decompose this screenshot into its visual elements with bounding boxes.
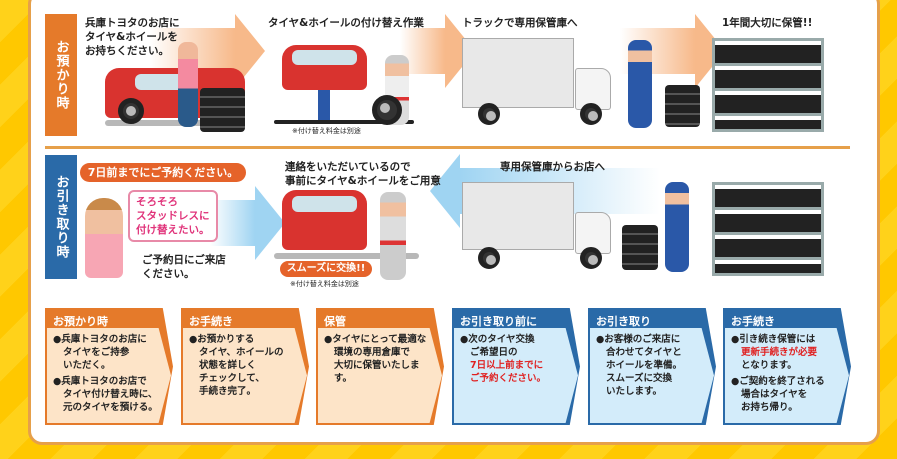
info-box-storage: 保管 ●タイヤにとって最適な 環境の専用倉庫で 大切に保管いたします。	[316, 308, 444, 425]
box-title: 保管	[324, 315, 346, 328]
box-item: ●兵庫トヨタのお店に タイヤをご持参 いただく。	[53, 334, 147, 371]
info-box-renewal: お手続き ●引き続き保管には更新手続きが必要となります。 ●ご契約を終了される 場…	[723, 308, 851, 425]
speech-bubble: そろそろ スタッドレスに 付け替えたい。	[128, 190, 218, 242]
wheel-icon	[580, 103, 602, 125]
tire-rack-illustration	[712, 182, 824, 276]
box-title: お引き取り	[596, 315, 651, 328]
tire-cart-illustration	[665, 85, 700, 127]
truck-illustration	[462, 38, 574, 108]
box-title: お引き取り前に	[460, 315, 537, 328]
info-box-dropoff: お預かり時 ●兵庫トヨタのお店に タイヤをご持参 いただく。 ●兵庫トヨタのお店で…	[45, 308, 173, 425]
tire-cart-illustration	[622, 225, 658, 270]
box-item: ●兵庫トヨタのお店で タイヤ付け替え時に、 元のタイヤを預ける。	[53, 376, 158, 413]
reserve-pill: 7日前までにご予約ください。	[80, 163, 246, 182]
step2-note: ※付け替え料金は別途	[292, 127, 361, 135]
box-item: ●お預かりする タイヤ、ホイールの 状態を詳しく チェックして、 手続き完了。	[189, 334, 284, 397]
smooth-pill: スムーズに交換!!	[280, 261, 372, 277]
car-illustration	[282, 190, 367, 250]
box-item: となります。	[741, 360, 797, 371]
box-title: お手続き	[731, 315, 775, 328]
ground	[105, 120, 245, 126]
dropoff-label: お預かり時	[45, 14, 77, 136]
tire-stack-illustration	[200, 88, 245, 132]
box-item: ●ご契約を終了される 場合はタイヤを お持ち帰り。	[731, 376, 825, 413]
wheel-icon	[478, 103, 500, 125]
step1-text: 兵庫トヨタのお店に タイヤ&ホイールを お持ちください。	[85, 17, 180, 57]
step2-text: タイヤ&ホイールの付け替え作業	[268, 17, 424, 29]
car-lift-illustration	[282, 45, 367, 90]
ground	[274, 120, 414, 124]
lift	[318, 90, 330, 122]
transport-text: 専用保管庫からお店へ	[500, 161, 605, 173]
visit-text: ご予約日にご来店 ください。	[142, 254, 226, 280]
truck-illustration	[462, 182, 574, 250]
step3-text: トラックで専用保管庫へ	[462, 17, 578, 29]
pickup-label: お引き取り時	[45, 155, 77, 279]
woman-phone-illustration	[85, 198, 123, 278]
arrow-right	[210, 186, 285, 260]
arrow-right	[400, 14, 475, 88]
info-box-pickup: お引き取り ●お客様のご来店に 合わせてタイヤと ホイールを準備。 スムーズに交…	[588, 308, 716, 425]
step4-text: 1年間大切に保管!!	[722, 17, 813, 29]
wheel-icon	[580, 247, 602, 269]
truck-cab	[575, 212, 611, 254]
woman-illustration	[178, 42, 198, 127]
box-item: ●次のタイヤ交換 ご希望日の	[460, 334, 535, 358]
box-item: ●引き続き保管には	[731, 334, 816, 345]
info-box-procedure: お手続き ●お預かりする タイヤ、ホイールの 状態を詳しく チェックして、 手続…	[181, 308, 309, 425]
tire-rack-illustration	[712, 38, 824, 132]
box-item-highlight: 7日以上前までに ご予約ください。	[470, 360, 547, 384]
ground	[274, 253, 419, 259]
wheel-icon	[478, 247, 500, 269]
box-item: ●お客様のご来店に 合わせてタイヤと ホイールを準備。 スムーズに交換 いたしま…	[596, 334, 683, 397]
box-item: ●タイヤにとって最適な 環境の専用倉庫で 大切に保管いたします。	[324, 334, 427, 384]
worker-illustration	[628, 40, 652, 128]
box-item-highlight: 更新手続きが必要	[741, 347, 818, 358]
box-title: お手続き	[189, 315, 233, 328]
divider	[45, 146, 850, 149]
pickup-note: ※付け替え料金は別途	[290, 280, 359, 288]
wheel-icon	[372, 95, 402, 125]
mechanic-illustration	[380, 192, 406, 280]
prepare-text: 連絡をいただいているので 事前にタイヤ&ホイールをご用意	[285, 161, 441, 187]
wheel-icon	[118, 98, 144, 124]
box-title: お預かり時	[53, 315, 108, 328]
worker-illustration	[665, 182, 689, 272]
